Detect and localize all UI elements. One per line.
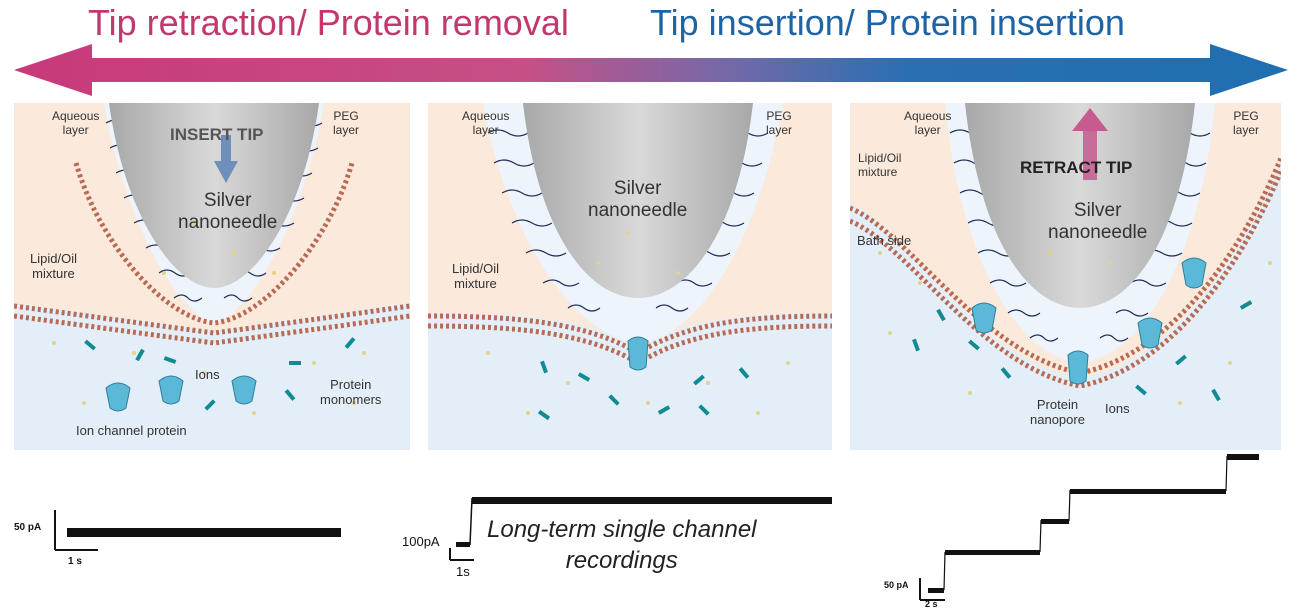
- left-title: Tip retraction/ Protein removal: [88, 2, 569, 43]
- bath-label: Bath side: [857, 233, 912, 248]
- insert-tip-command: INSERT TIP: [170, 125, 264, 144]
- scale-current-3: 50 pA: [884, 580, 909, 590]
- retract-tip-command: RETRACT TIP: [1020, 158, 1133, 177]
- scale-current-2: 100pA: [402, 534, 440, 549]
- scale-current-1: 50 pA: [14, 522, 42, 533]
- scale-time-1: 1 s: [68, 556, 82, 567]
- ion-channel-label: Ion channel protein: [76, 423, 187, 438]
- trace-1: [54, 510, 341, 551]
- panel-insert-tip: [14, 103, 410, 450]
- panel-retract-tip: [850, 103, 1281, 450]
- scale-time-2: 1s: [456, 564, 470, 579]
- direction-arrow: [14, 44, 1288, 96]
- ions-label-1: Ions: [195, 367, 220, 382]
- panel-inserted: [428, 103, 832, 450]
- ions-label-3: Ions: [1105, 401, 1130, 416]
- right-title: Tip insertion/ Protein insertion: [650, 2, 1125, 43]
- scale-time-3: 2 s: [925, 599, 938, 609]
- trace-2: [449, 497, 832, 561]
- current-recordings: [54, 454, 1259, 601]
- trace-3: [919, 454, 1259, 601]
